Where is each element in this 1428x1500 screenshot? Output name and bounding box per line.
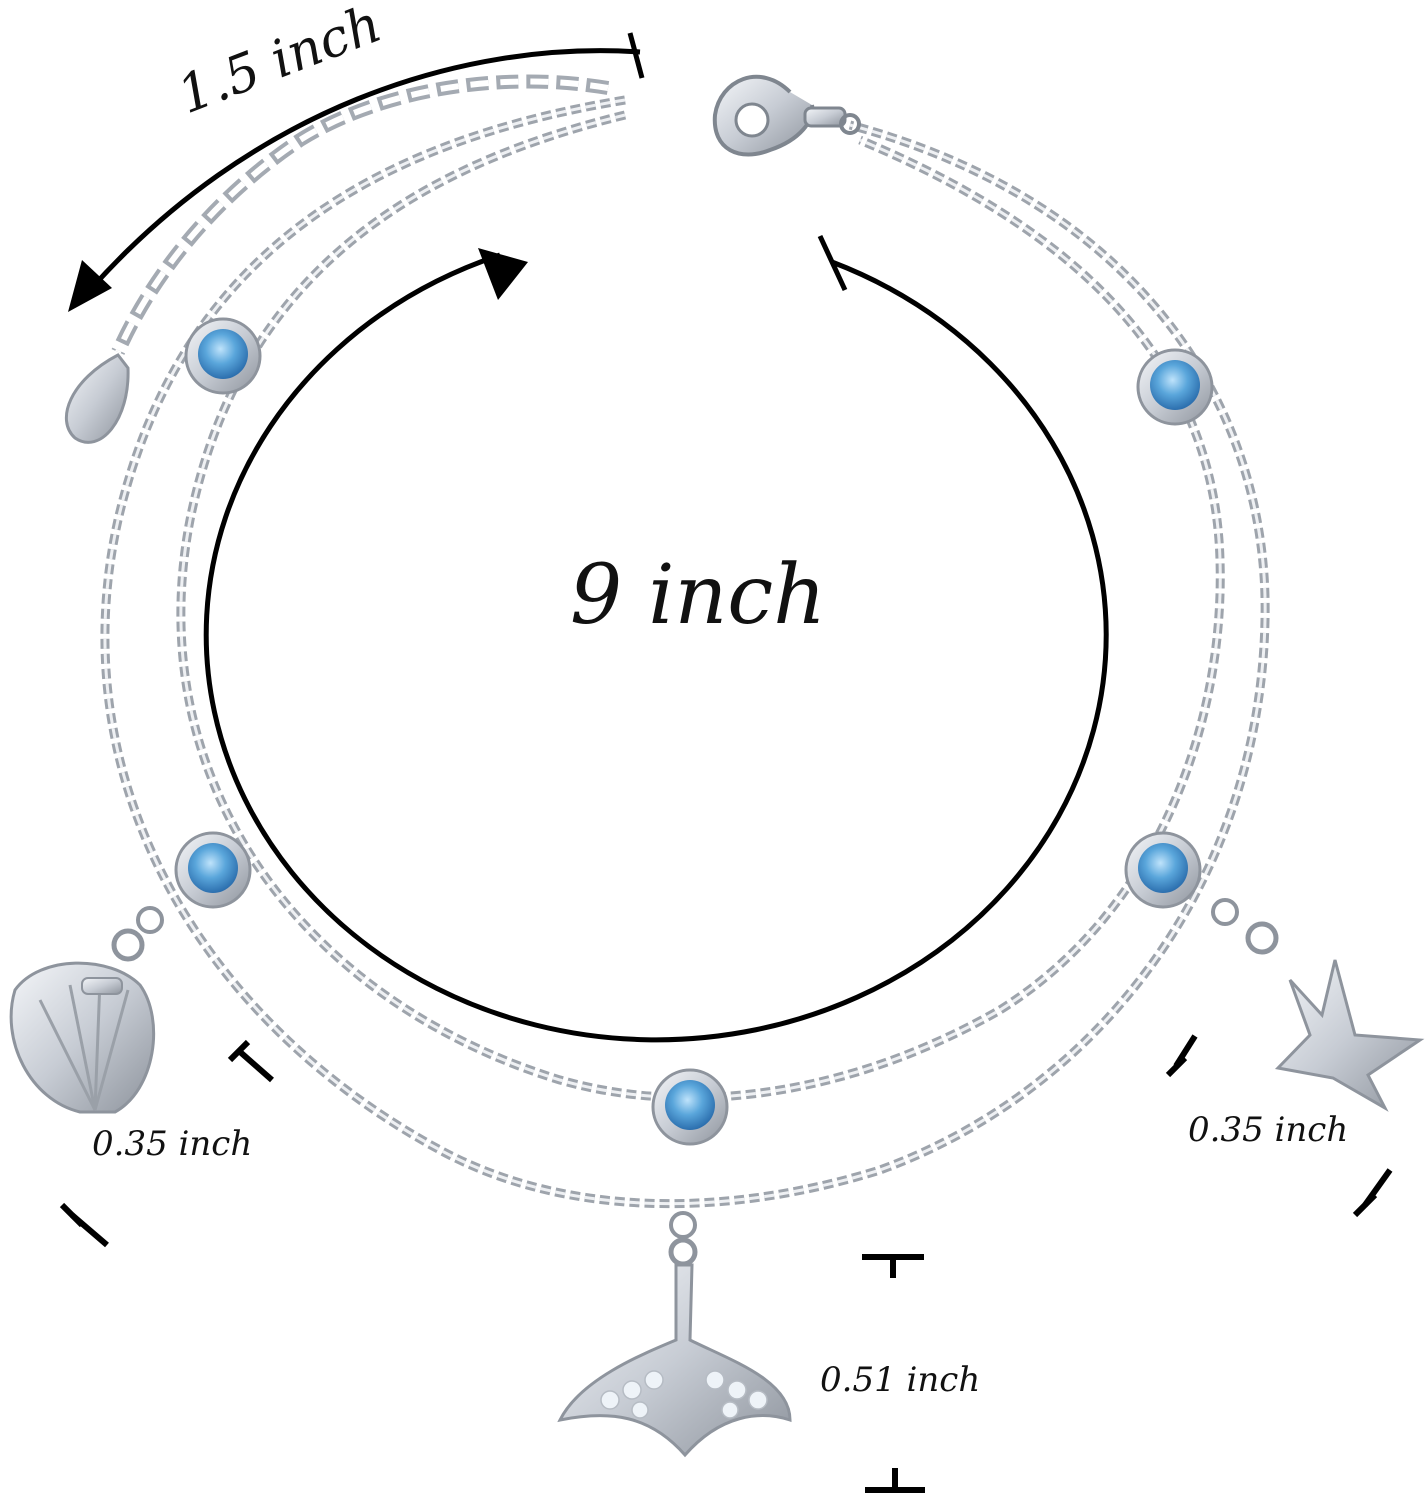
gem-right — [1124, 831, 1202, 909]
shell-size-label: 0.35 inch — [92, 1124, 253, 1164]
measurement-circle — [203, 234, 1109, 1043]
shell-charm — [9, 906, 164, 1114]
star-size-label: 0.35 inch — [1188, 1110, 1349, 1150]
bracelet-length-label: 9 inch — [570, 548, 827, 643]
circle-arrowhead — [478, 248, 528, 300]
extender-measurement — [68, 32, 645, 312]
dimension-ticks — [59, 1034, 1393, 1493]
extender-end-tick — [627, 32, 645, 79]
gem-bottom — [651, 1068, 729, 1146]
extender-arrowhead — [68, 260, 112, 312]
starfish-charm — [1211, 898, 1425, 1112]
gem-top-left — [184, 317, 262, 395]
tail-size-label: 0.51 inch — [820, 1360, 981, 1400]
gem-left — [174, 831, 252, 909]
lobster-clasp — [712, 74, 861, 157]
teardrop-tag — [65, 353, 130, 444]
circle-end-tick — [817, 234, 848, 292]
whale-tail-charm — [557, 1211, 792, 1458]
gem-top-right — [1136, 348, 1214, 426]
